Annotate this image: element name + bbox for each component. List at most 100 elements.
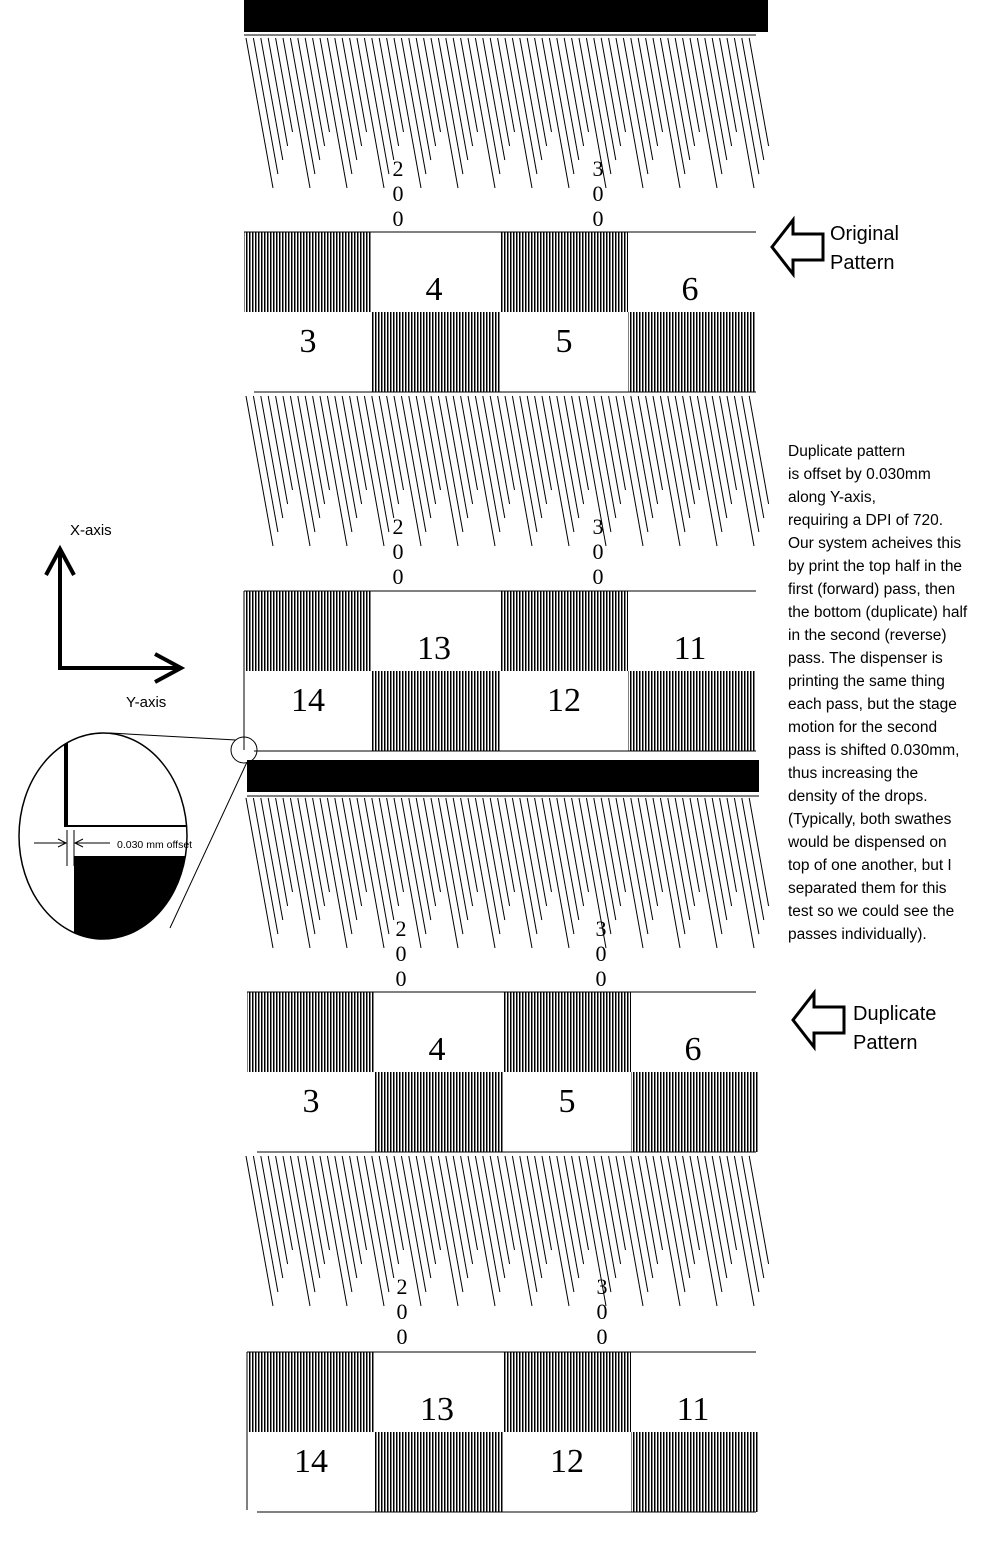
hatched-cell xyxy=(244,591,372,671)
hatched-cell xyxy=(631,1072,759,1152)
comb-stripes-2 xyxy=(245,395,770,547)
offset-magnifier xyxy=(18,732,258,940)
cell-number: 6 xyxy=(685,1031,702,1068)
duplicate-label-line1: Duplicate xyxy=(853,1003,936,1025)
cell-number: 4 xyxy=(429,1031,446,1068)
hatched-cell xyxy=(375,1072,503,1152)
scale-digit: 0 xyxy=(393,564,404,589)
cell-number: 11 xyxy=(677,1391,710,1428)
scale-label-300: 300 xyxy=(596,916,607,991)
scale-digit: 0 xyxy=(596,941,607,966)
cell-number: 12 xyxy=(550,1443,584,1480)
cell-number: 14 xyxy=(294,1443,328,1480)
note-line: along Y-axis, xyxy=(788,489,876,506)
note-line: motion for the second xyxy=(788,719,938,736)
hatched-cell xyxy=(628,312,756,392)
scale-digit: 0 xyxy=(593,206,604,231)
note-line: in the second (reverse) xyxy=(788,627,947,644)
scale-digit: 2 xyxy=(393,156,404,181)
original-label-line1: Original xyxy=(830,223,899,245)
cell-number: 3 xyxy=(300,323,317,360)
offset-label: 0.030 mm offset xyxy=(117,839,192,851)
note-line: separated them for this xyxy=(788,880,947,897)
cell-number: 6 xyxy=(682,271,699,308)
hatched-cell xyxy=(500,591,628,671)
scale-digit: 0 xyxy=(396,966,407,991)
scale-digit: 0 xyxy=(593,564,604,589)
cell-number: 12 xyxy=(547,682,581,719)
scale-digit: 0 xyxy=(397,1299,408,1324)
scale-label-200: 200 xyxy=(396,916,407,991)
hatched-cell xyxy=(631,1432,759,1512)
note-line: pass. The dispenser is xyxy=(788,650,943,667)
note-line: pass is shifted 0.030mm, xyxy=(788,742,960,759)
hatched-cell xyxy=(500,232,628,312)
note-line: top of one another, but I xyxy=(788,857,952,874)
cell-number: 5 xyxy=(559,1083,576,1120)
hatched-cell xyxy=(375,1432,503,1512)
note-line: requiring a DPI of 720. xyxy=(788,512,944,529)
scale-label-200: 200 xyxy=(393,514,404,589)
hatched-cell xyxy=(372,312,500,392)
note-line: density of the drops. xyxy=(788,788,928,805)
cell-number: 13 xyxy=(420,1391,454,1428)
hatched-cell xyxy=(503,1352,631,1432)
cell-number: 11 xyxy=(674,630,707,667)
scale-digit: 0 xyxy=(396,941,407,966)
pattern-block-4: 13 11 14 12 xyxy=(247,1351,759,1513)
scale-digit: 3 xyxy=(596,916,607,941)
note-line: Our system acheives this xyxy=(788,535,962,552)
cell-number: 3 xyxy=(303,1083,320,1120)
scale-digit: 0 xyxy=(397,1324,408,1349)
note-line: by print the top half in the xyxy=(788,558,963,575)
note-line: (Typically, both swathes xyxy=(788,811,952,828)
cell-number: 4 xyxy=(426,271,443,308)
scale-label-200: 200 xyxy=(397,1274,408,1349)
duplicate-pattern-arrow xyxy=(791,988,846,1052)
scale-digit: 0 xyxy=(593,181,604,206)
scale-digit: 3 xyxy=(593,156,604,181)
scale-digit: 0 xyxy=(593,539,604,564)
comb-stripes-1 xyxy=(245,37,770,189)
cell-number: 14 xyxy=(291,682,325,719)
note-line: would be dispensed on xyxy=(788,834,947,851)
note-line: printing the same thing xyxy=(788,673,945,690)
hatched-cell xyxy=(247,992,375,1072)
note-line: Duplicate pattern xyxy=(788,443,906,460)
scale-digit: 2 xyxy=(396,916,407,941)
original-label-line2: Pattern xyxy=(830,252,894,274)
note-line: passes individually). xyxy=(788,926,927,943)
solid-bar-top xyxy=(244,0,768,32)
scale-digit: 0 xyxy=(596,966,607,991)
scale-digit: 0 xyxy=(393,181,404,206)
solid-bar-duplicate xyxy=(247,760,759,792)
note-line: each pass, but the stage xyxy=(788,696,957,713)
duplicate-label-line2: Pattern xyxy=(853,1032,917,1054)
hatched-cell xyxy=(503,992,631,1072)
y-axis-label: Y-axis xyxy=(126,694,166,711)
hatched-cell xyxy=(247,1352,375,1432)
scale-digit: 3 xyxy=(597,1274,608,1299)
scale-label-300: 300 xyxy=(593,514,604,589)
x-axis-label: X-axis xyxy=(70,522,112,539)
scale-digit: 2 xyxy=(393,514,404,539)
scale-digit: 0 xyxy=(597,1324,608,1349)
original-pattern-arrow xyxy=(770,215,825,279)
note-line: test so we could see the xyxy=(788,903,955,920)
scale-digit: 0 xyxy=(393,206,404,231)
hatched-cell xyxy=(244,232,372,312)
scale-label-200: 200 xyxy=(393,156,404,231)
comb-stripes-4 xyxy=(245,1155,770,1307)
scale-digit: 2 xyxy=(397,1274,408,1299)
comb-stripes-3 xyxy=(245,797,770,949)
note-line: thus increasing the xyxy=(788,765,919,782)
scale-digit: 0 xyxy=(393,539,404,564)
axes-indicator xyxy=(44,544,186,684)
scale-digit: 0 xyxy=(597,1299,608,1324)
scale-label-300: 300 xyxy=(593,156,604,231)
hatched-cell xyxy=(628,671,756,751)
